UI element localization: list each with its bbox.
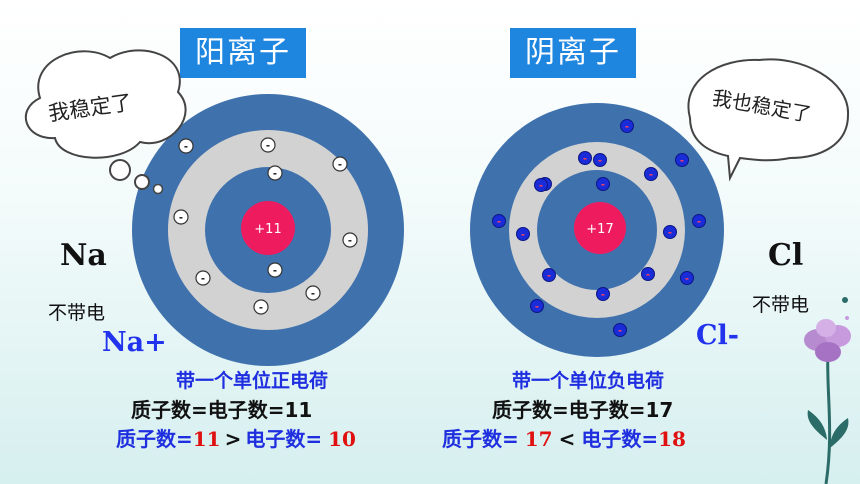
anion-outer-electron: - — [530, 299, 544, 313]
svg-text:-: - — [338, 160, 342, 171]
anion-inner-electron: - — [596, 177, 610, 191]
chlorine-symbol: Cl — [768, 238, 804, 273]
anion-equality-text: 质子数=电子数=17 — [492, 398, 674, 422]
anion-proton-count: 17 — [524, 427, 553, 451]
svg-text:-: - — [598, 156, 602, 167]
anion-middle-electron: - — [516, 227, 530, 241]
sodium-symbol: Na — [60, 238, 107, 273]
cation-outer-electron: - — [173, 209, 189, 225]
cation-thought-bubble — [24, 49, 187, 195]
svg-text:-: - — [273, 169, 277, 180]
svg-text:-: - — [697, 217, 701, 228]
anion-charge-text: 带一个单位负电荷 — [512, 370, 665, 392]
anion-middle-electron: - — [644, 167, 658, 181]
cation-compare-sign: > — [224, 427, 242, 451]
cation-outer-electron: - — [260, 137, 276, 153]
flower-decoration — [804, 297, 851, 484]
anion-atom: +17 ------------------ — [470, 103, 724, 357]
anion-compare-middle: 电子数= — [581, 427, 659, 451]
cation-compare-middle: 电子数= — [245, 427, 323, 451]
anion-title: 阴离子 — [510, 28, 636, 78]
anion-nucleus — [574, 202, 626, 254]
svg-text:-: - — [646, 270, 650, 281]
cation-atom: +11 - - - - - - - - - - — [132, 94, 404, 366]
svg-text:-: - — [179, 213, 183, 224]
svg-text:-: - — [601, 180, 605, 191]
svg-text:-: - — [259, 303, 263, 314]
anion-middle-electron: - — [578, 151, 592, 165]
anion-middle-electron: - — [593, 153, 607, 167]
anion-compare-prefix: 质子数= — [442, 427, 519, 451]
svg-text:-: - — [273, 266, 277, 277]
cation-outer-electron: - — [178, 138, 194, 154]
cation-proton-count: 11 — [192, 427, 221, 451]
anion-inner-electron: - — [596, 287, 610, 301]
cation-inner-electron: - — [267, 165, 283, 181]
anion-outer-electron: - — [620, 119, 634, 133]
anion-outer-electron: - — [492, 214, 506, 228]
svg-text:-: - — [583, 154, 587, 165]
anion-middle-electron: - — [663, 225, 677, 239]
cation-outer-electron: - — [195, 270, 211, 286]
svg-text:-: - — [668, 228, 672, 239]
anion-speech-bubble — [687, 58, 850, 182]
anion-middle-electron: - — [641, 267, 655, 281]
svg-text:-: - — [266, 141, 270, 152]
svg-text:-: - — [601, 290, 605, 301]
svg-text:-: - — [348, 236, 352, 247]
cation-outer-electron: - — [332, 156, 348, 172]
anion-middle-electron: - — [542, 268, 556, 282]
svg-text:-: - — [547, 271, 551, 282]
chlorine-state: 不带电 — [752, 294, 810, 316]
cation-nucleus-label: +11 — [254, 222, 281, 237]
svg-text:-: - — [539, 181, 543, 192]
cation-compare-prefix: 质子数= — [116, 427, 193, 451]
cation-outer-electron: - — [253, 299, 269, 315]
cation-equality-text: 质子数=电子数=11 — [131, 398, 313, 422]
cation-comparison: 质子数=11>电子数=10 — [116, 423, 356, 452]
anion-electron-count: 18 — [658, 427, 686, 451]
anion-outer-electron: - — [613, 323, 627, 337]
anion-outer-electron: - — [692, 214, 706, 228]
anion-comparison: 质子数=17<电子数=18 — [442, 423, 686, 452]
cation-title: 阳离子 — [180, 28, 306, 78]
anion-outer-electron: - — [680, 271, 694, 285]
cation-outer-electron: - — [305, 285, 321, 301]
sodium-state: 不带电 — [48, 302, 106, 324]
cation-charge-text: 带一个单位正电荷 — [176, 370, 329, 392]
svg-text:-: - — [625, 122, 629, 133]
svg-text:-: - — [184, 142, 188, 153]
svg-text:-: - — [311, 289, 315, 300]
anion-compare-sign: < — [558, 427, 576, 451]
svg-text:-: - — [649, 170, 653, 181]
cation-outer-electron: - — [342, 232, 358, 248]
svg-text:-: - — [535, 302, 539, 313]
anion-outer-electron: - — [675, 153, 689, 167]
svg-text:-: - — [497, 217, 501, 228]
svg-text:-: - — [680, 156, 684, 167]
cation-nucleus — [241, 201, 295, 255]
anion-nucleus-label: +17 — [586, 222, 613, 237]
cation-electron-count: 10 — [328, 427, 356, 451]
svg-text:-: - — [618, 326, 622, 337]
sodium-ion-label: Na+ — [102, 327, 167, 358]
svg-text:-: - — [521, 230, 525, 241]
anion-outer-electron: - — [534, 178, 548, 192]
chloride-ion-label: Cl- — [696, 320, 739, 351]
svg-text:-: - — [201, 274, 205, 285]
svg-text:-: - — [685, 274, 689, 285]
cation-inner-electron: - — [267, 262, 283, 278]
